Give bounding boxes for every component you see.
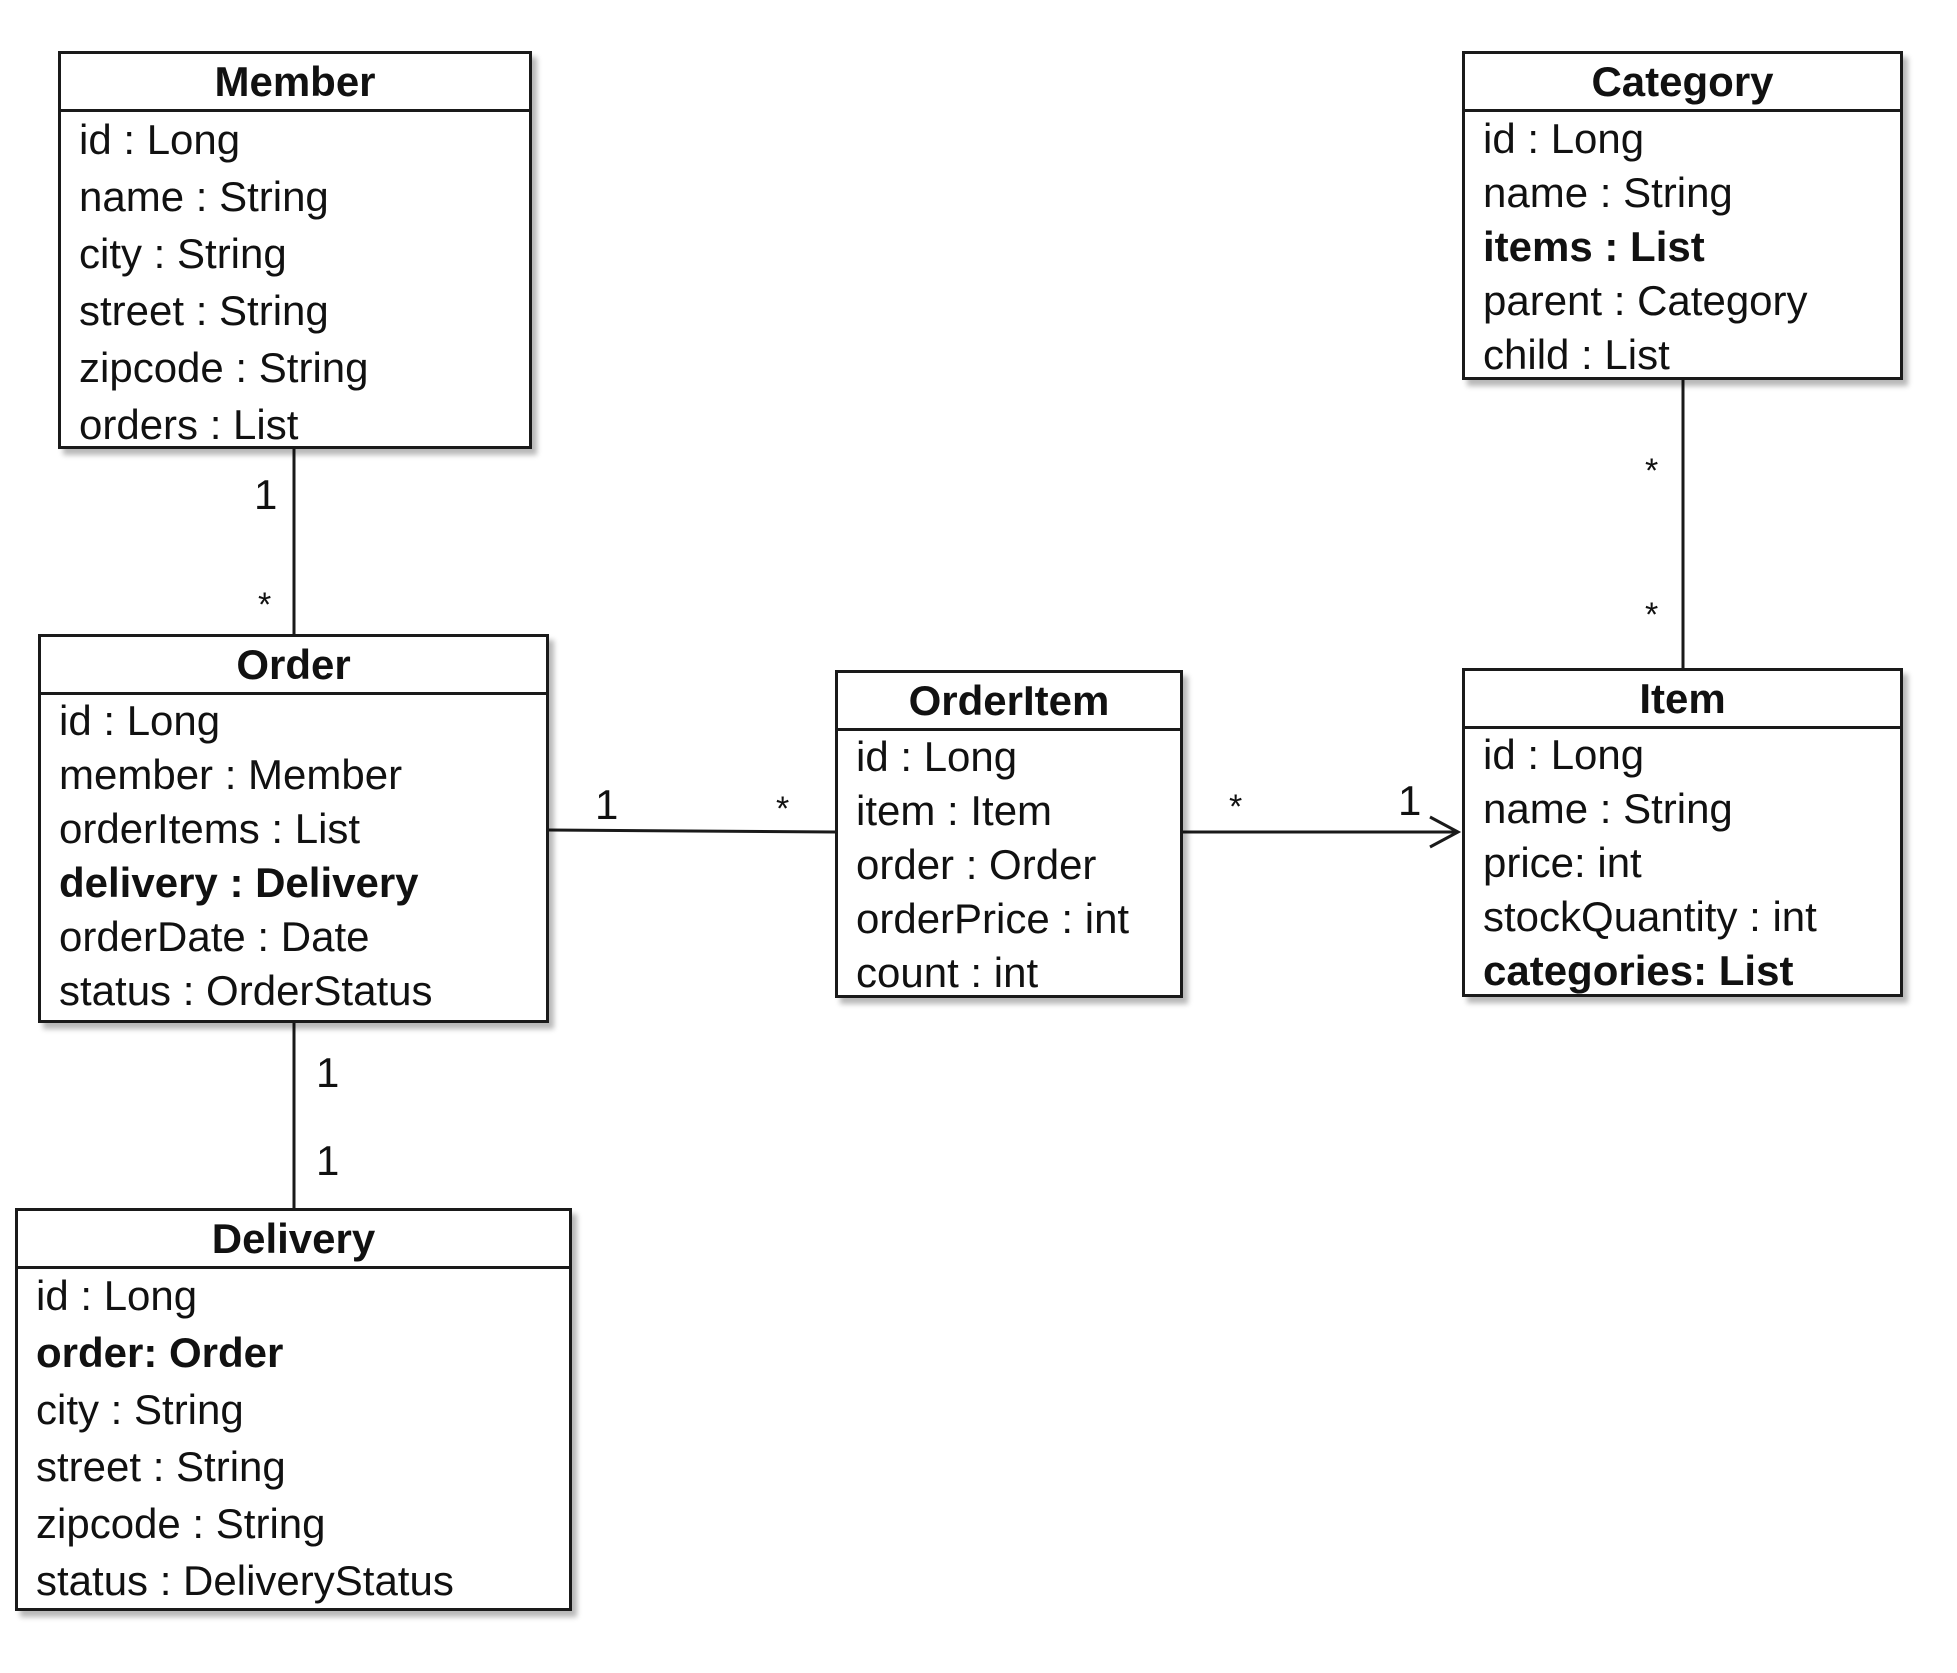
navigability-arrowhead — [1429, 815, 1462, 849]
order-attr-orderitems: orderItems : List — [59, 805, 361, 852]
order-attr-delivery: delivery : Delivery — [59, 859, 419, 906]
order-attr-orderdate: orderDate : Date — [59, 913, 370, 960]
member-attr-name: name : String — [79, 173, 329, 220]
category-class-title: Category — [1465, 54, 1900, 112]
category-attr-child: child : List — [1483, 331, 1670, 378]
multiplicity-item-end-of-orderitem: 1 — [1398, 777, 1422, 824]
delivery-attr-city: city : String — [36, 1386, 244, 1433]
delivery-attr-zipcode: zipcode : String — [36, 1500, 326, 1547]
orderitem-attr-count: count : int — [856, 949, 1039, 996]
multiplicity-orderitem-end-of-order: * — [776, 790, 790, 828]
order-class-title: Order — [41, 637, 546, 695]
item-attr-stockquantity: stockQuantity : int — [1483, 893, 1817, 940]
category-attr-items: items : List — [1483, 223, 1705, 270]
member-attr-zipcode: zipcode : String — [79, 344, 369, 391]
category-attr-name: name : String — [1483, 169, 1733, 216]
multiplicity-member-end: 1 — [254, 471, 278, 518]
item-attr-id: id : Long — [1483, 731, 1645, 778]
multiplicity-orderitem-end-of-item: * — [1229, 788, 1243, 826]
delivery-class: Delivery id : Long order: Order city : S… — [15, 1208, 572, 1611]
order-class: Order id : Long member : Member orderIte… — [38, 634, 549, 1023]
member-attr-id: id : Long — [79, 116, 241, 163]
category-attr-id: id : Long — [1483, 115, 1645, 162]
order-attr-member: member : Member — [59, 751, 403, 798]
member-class: Member id : Long name : String city : St… — [58, 51, 532, 449]
category-class: Category id : Long name : String items :… — [1462, 51, 1903, 380]
orderitem-class-title: OrderItem — [838, 673, 1180, 731]
member-attr-orders: orders : List — [79, 401, 299, 448]
orderitem-attr-orderprice: orderPrice : int — [856, 895, 1130, 942]
orderitem-attr-id: id : Long — [856, 733, 1018, 780]
multiplicity-order-end-of-delivery: 1 — [316, 1049, 340, 1096]
delivery-attr-order: order: Order — [36, 1329, 284, 1376]
multiplicity-order-end-of-orderitem: 1 — [595, 781, 619, 828]
multiplicity-category-end: * — [1645, 452, 1659, 490]
member-attr-city: city : String — [79, 230, 287, 277]
member-attr-street: street : String — [79, 287, 329, 334]
orderitem-attr-item: item : Item — [856, 787, 1053, 834]
delivery-attr-status: status : DeliveryStatus — [36, 1557, 454, 1604]
delivery-attr-street: street : String — [36, 1443, 286, 1490]
multiplicity-delivery-end: 1 — [316, 1137, 340, 1184]
multiplicity-order-end-of-member: * — [258, 586, 272, 624]
order-attr-status: status : OrderStatus — [59, 967, 433, 1014]
item-attr-name: name : String — [1483, 785, 1733, 832]
delivery-class-title: Delivery — [18, 1211, 569, 1269]
category-attr-parent: parent : Category — [1483, 277, 1808, 324]
member-class-title: Member — [61, 54, 529, 112]
multiplicity-item-end-of-category: * — [1645, 596, 1659, 634]
item-class-title: Item — [1465, 671, 1900, 729]
delivery-attr-id: id : Long — [36, 1272, 198, 1319]
orderitem-attr-order: order : Order — [856, 841, 1097, 888]
item-attr-price: price: int — [1483, 839, 1642, 886]
item-class: Item id : Long name : String price: int … — [1462, 668, 1903, 997]
order-attr-id: id : Long — [59, 697, 221, 744]
orderitem-class: OrderItem id : Long item : Item order : … — [835, 670, 1183, 998]
order-orderitem-association — [547, 828, 836, 834]
item-attr-categories: categories: List — [1483, 947, 1794, 994]
